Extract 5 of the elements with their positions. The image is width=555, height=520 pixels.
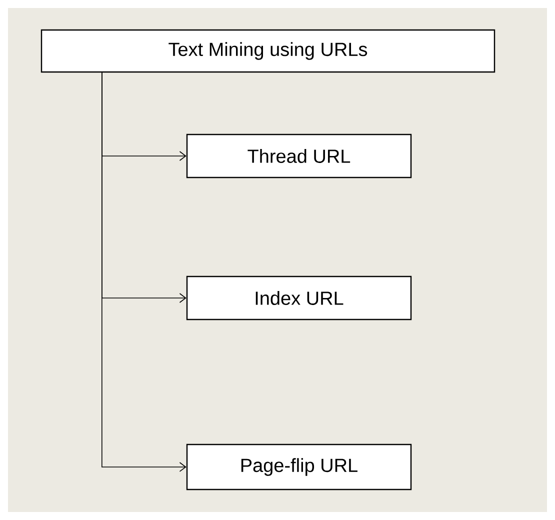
text-box: Text Mining using URLs (40, 29, 496, 73)
text-box: Page-flip URL (186, 444, 412, 490)
text-box: Thread URL (186, 134, 412, 178)
arrow (102, 72, 186, 472)
text-box: Index URL (186, 276, 412, 320)
